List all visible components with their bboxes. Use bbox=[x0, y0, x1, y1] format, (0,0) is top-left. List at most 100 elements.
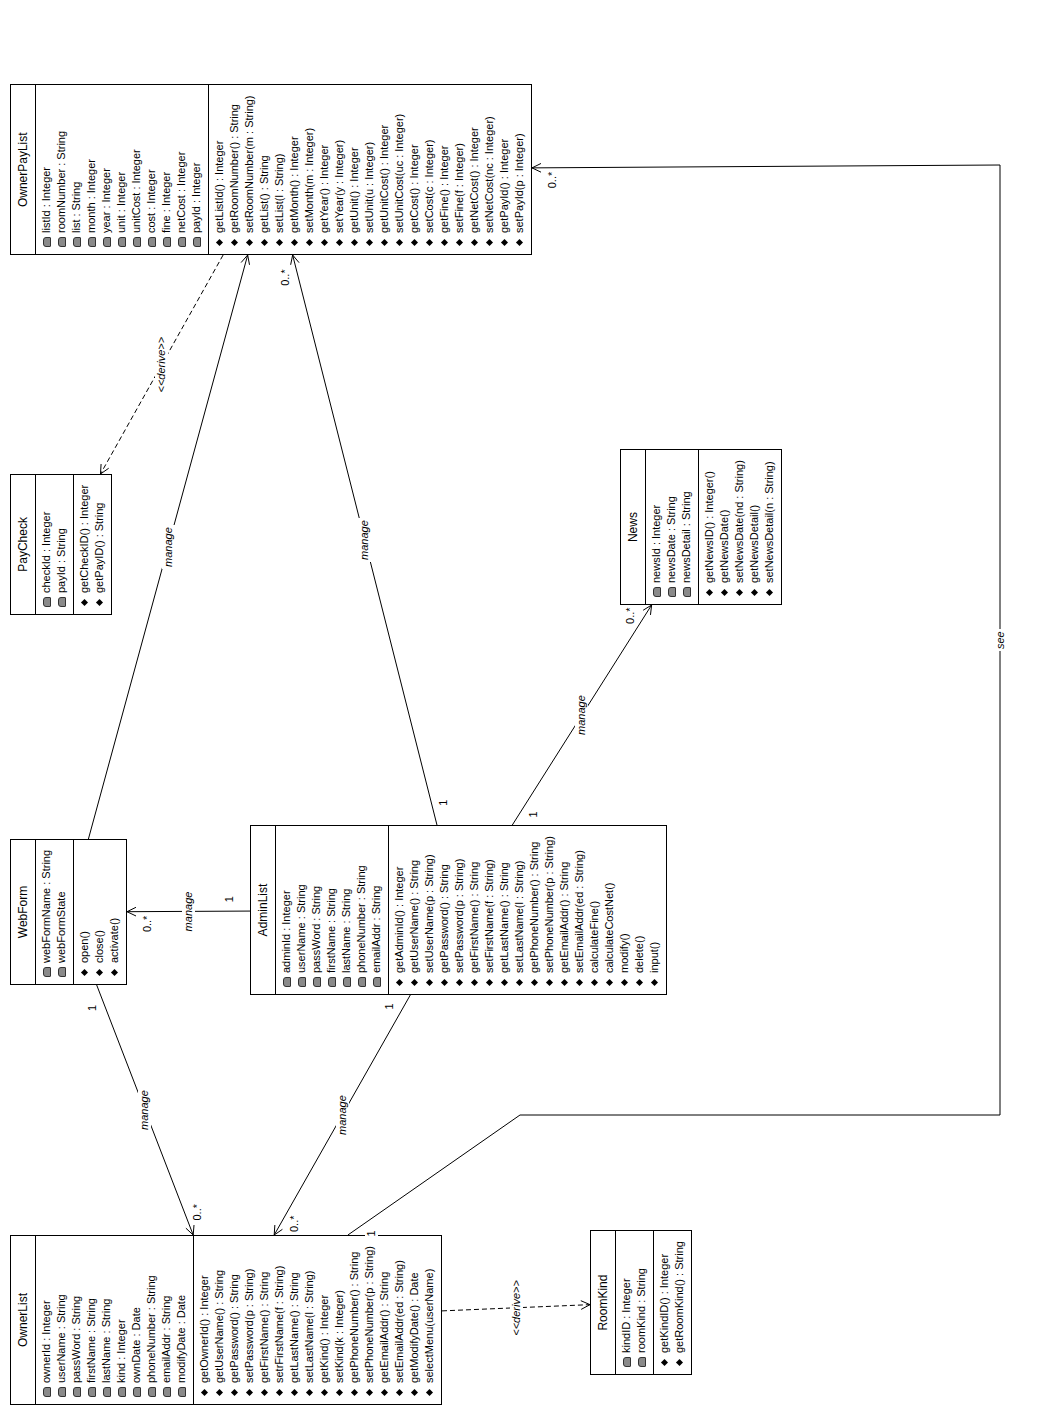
class-name: OwnerList bbox=[11, 1236, 36, 1404]
operation: getUnitCost() : Integer bbox=[377, 95, 392, 248]
attribute: adminId : Integer bbox=[279, 836, 294, 988]
operation: setRoomNumber(m : String) bbox=[242, 95, 257, 248]
operation: getYear() : Integer bbox=[317, 95, 332, 248]
attribute: phoneNumber : String bbox=[354, 836, 369, 988]
association-connector bbox=[97, 985, 194, 1235]
attribute: ownerId : Integer bbox=[39, 1246, 54, 1398]
connector-line bbox=[348, 165, 1000, 1235]
attribute-compartment: webFormName : StringwebFormState bbox=[36, 840, 74, 984]
attribute: checkId : Integer bbox=[39, 485, 54, 608]
connector-line bbox=[88, 255, 247, 839]
attribute-compartment: adminId : IntegeruserName : StringpassWo… bbox=[276, 826, 389, 994]
edge-label: manage bbox=[182, 890, 195, 934]
operation: getFirstName() : String bbox=[467, 836, 482, 988]
operation: getPhoneNumber() : String bbox=[527, 836, 542, 988]
arrowhead bbox=[127, 907, 136, 916]
attribute: newsDate : String bbox=[664, 460, 679, 598]
operation: getListId() : Integer bbox=[212, 95, 227, 248]
operation: setFine(f : Integer) bbox=[452, 95, 467, 248]
attribute: emailAddr : String bbox=[369, 836, 384, 988]
connector-line bbox=[293, 255, 437, 825]
edge-label: manage bbox=[162, 525, 175, 569]
attribute-compartment: listId : IntegerroomNumber : Stringlist … bbox=[36, 85, 209, 254]
operation: getMonth() : Integer bbox=[287, 95, 302, 248]
attribute: cost : Integer bbox=[144, 95, 159, 248]
operation: getKind() : Integer bbox=[317, 1246, 332, 1398]
attribute: newsDetail : String bbox=[679, 460, 694, 598]
arrowhead bbox=[291, 255, 299, 265]
multiplicity: 0..* bbox=[288, 1214, 301, 1235]
association-connector bbox=[348, 163, 1000, 1235]
attribute: payId : Integer bbox=[189, 95, 204, 248]
operation: setrFirstName(f : String) bbox=[272, 1246, 287, 1398]
arrowhead bbox=[643, 605, 651, 615]
attribute: firstName : String bbox=[324, 836, 339, 988]
operation: activate() bbox=[107, 850, 122, 978]
edge-label: manage bbox=[138, 1088, 151, 1132]
edge-label: manage bbox=[336, 1093, 349, 1137]
multiplicity: 0..* bbox=[624, 605, 637, 626]
operation: setPhoneNumber(p : String) bbox=[362, 1246, 377, 1398]
operation: setLastName(l : String) bbox=[302, 1246, 317, 1398]
edge-label: manage bbox=[358, 518, 371, 562]
class-box: AdminListadminId : IntegeruserName : Str… bbox=[250, 825, 667, 995]
attribute-compartment: ownerId : IntegeruserName : StringpassWo… bbox=[36, 1236, 194, 1404]
multiplicity: 1 bbox=[437, 798, 450, 808]
operation: getCost() : Integer bbox=[407, 95, 422, 248]
operation: getUserName() : String bbox=[407, 836, 422, 988]
class-name: PayCheck bbox=[11, 475, 36, 614]
attribute: lastName : String bbox=[99, 1246, 114, 1398]
attribute: emailAddr : String bbox=[159, 1246, 174, 1398]
operation: calculateFine() bbox=[587, 836, 602, 988]
arrowhead bbox=[274, 1225, 282, 1235]
attribute-compartment: newsId : IntegernewsDate : StringnewsDet… bbox=[646, 450, 699, 604]
operation: getNewsDetail() bbox=[747, 460, 762, 598]
operation: setNewsDetail(n : String) bbox=[762, 460, 777, 598]
attribute: netCost : Integer bbox=[174, 95, 189, 248]
multiplicity: 0..* bbox=[546, 170, 559, 191]
edge-label: <<derive>> bbox=[510, 1278, 523, 1338]
class-box: OwnerListownerId : IntegeruserName : Str… bbox=[10, 1235, 442, 1405]
operation: modify() bbox=[617, 836, 632, 988]
attribute-compartment: checkId : IntegerpayId : String bbox=[36, 475, 74, 614]
arrowhead bbox=[581, 1301, 590, 1310]
attribute-compartment: kindID : IntegerroomKind : String bbox=[616, 1231, 654, 1374]
attribute: kindID : Integer bbox=[619, 1241, 634, 1368]
arrowhead bbox=[532, 163, 541, 172]
operation: selectMenu(userName) bbox=[422, 1246, 437, 1398]
class-name: WebForm bbox=[11, 840, 36, 984]
operation: getRoomNumber() : String bbox=[227, 95, 242, 248]
class-box: WebFormwebFormName : StringwebFormStateo… bbox=[10, 839, 127, 985]
attribute: passWord : String bbox=[69, 1246, 84, 1398]
operation: getAdminId() : Integer bbox=[392, 836, 407, 988]
operation: setPassword(p : String) bbox=[452, 836, 467, 988]
operation: setEmailAddr(ed : String) bbox=[572, 836, 587, 988]
operation-compartment: getListId() : IntegergetRoomNumber() : S… bbox=[209, 85, 531, 254]
connector-line bbox=[274, 995, 410, 1235]
operation: getFirstName() : String bbox=[257, 1246, 272, 1398]
operation: setFirstName(f : String) bbox=[482, 836, 497, 988]
operation: getNewsDate() bbox=[717, 460, 732, 598]
operation: getEmailAddr() : String bbox=[557, 836, 572, 988]
class-box: OwnerPayListlistId : IntegerroomNumber :… bbox=[10, 84, 532, 255]
operation: getPayId() : Integer bbox=[497, 95, 512, 248]
attribute: listId : Integer bbox=[39, 95, 54, 248]
operation: setPassword(p : String) bbox=[242, 1246, 257, 1398]
multiplicity: 0..* bbox=[279, 267, 292, 288]
attribute: kind : Integer bbox=[114, 1246, 129, 1398]
operation: setNewsDate(nd : String) bbox=[732, 460, 747, 598]
attribute: ownDate : Date bbox=[129, 1246, 144, 1398]
operation: getRoomKind() : String bbox=[672, 1241, 687, 1368]
operation: getPayID() : String bbox=[92, 485, 107, 608]
operation: setUnit(u : Integer) bbox=[362, 95, 377, 248]
attribute: webFormName : String bbox=[39, 850, 54, 978]
operation: setLastName(l : String) bbox=[512, 836, 527, 988]
attribute: payId : String bbox=[54, 485, 69, 608]
operation: setMonth(m : Integer) bbox=[302, 95, 317, 248]
operation: getLastName() : String bbox=[497, 836, 512, 988]
attribute: userName : String bbox=[294, 836, 309, 988]
connector-line bbox=[100, 255, 223, 474]
operation: setUnitCost(uc : Integer) bbox=[392, 95, 407, 248]
attribute: roomKind : String bbox=[634, 1241, 649, 1368]
